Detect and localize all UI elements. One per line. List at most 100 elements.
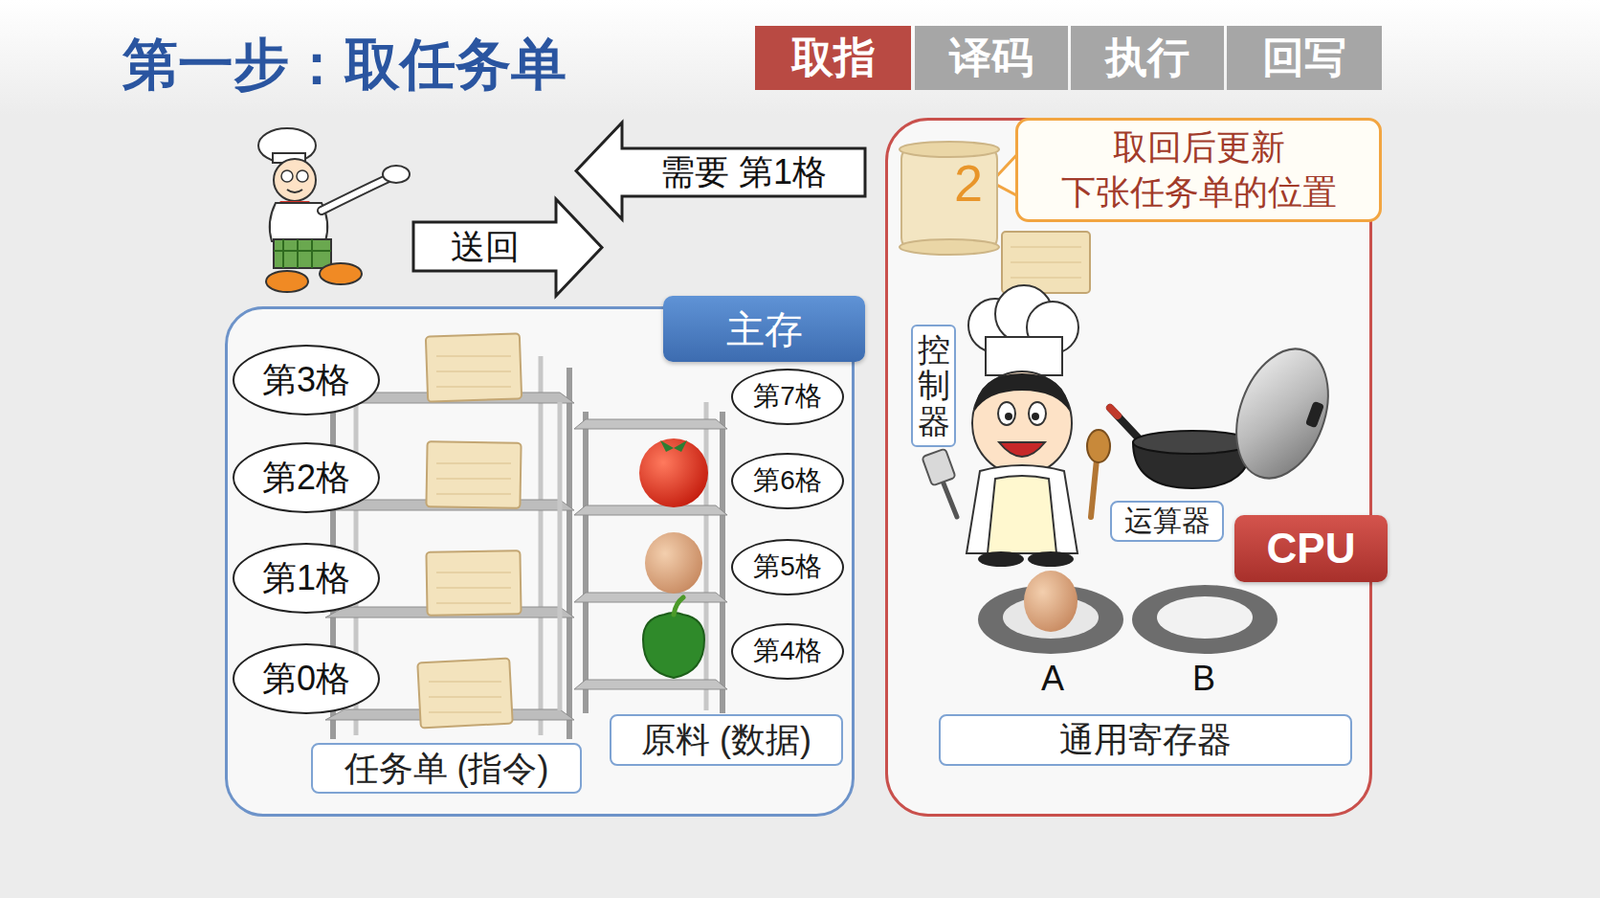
scroll-body [901,149,998,247]
node-label: 控制器 [917,332,951,440]
return-arrow: 送回 [413,199,602,296]
sheet [425,333,522,401]
label-box: 任务单 (指令) [311,742,582,794]
region-tab: 主存 [663,295,866,362]
rack-post [719,411,726,713]
rack-shelf [574,419,728,429]
chef-shoe [1027,551,1074,567]
node-label: 第0格 [262,658,351,698]
node-label: 第6格 [753,465,823,496]
shelf-rack [559,401,728,713]
callout-box: 取回后更新 下张任务单的位置 [1015,117,1382,223]
chef-eye [296,170,309,182]
rack-post [704,401,710,711]
ingredients [639,438,709,678]
egg [644,532,703,594]
pepper-stem [673,597,684,615]
arrow-outline [413,199,602,296]
label-box: 通用寄存器 [938,713,1353,766]
chef-eye [998,401,1016,425]
slot-ellipse: 第4格 [731,622,845,680]
runner-chef [258,128,410,292]
wok [1110,335,1345,491]
node-label: 第3格 [262,359,351,400]
scroll-curl [899,141,1000,157]
node-label: 任务单 (指令) [344,748,550,788]
arrow-text-holder: 需要 第1格 [622,148,866,197]
header-band [0,0,1600,115]
region-box: 主存第3格第2格第1格第0格第7格第6格第5格第4格任务单 (指令)原料 (数据… [224,306,855,817]
spatula-head [921,448,956,487]
arrow-outline [576,122,866,220]
slot-ellipse: 第2格 [232,442,380,513]
tomato-leaf [660,440,688,452]
slot-ellipse: 第5格 [731,538,845,596]
rack-post [582,411,589,713]
chef-hat [258,128,316,163]
wok-handle-tip [1110,407,1118,416]
chef-pants [273,239,332,268]
node-label: 第7格 [753,380,823,412]
node-label: 原料 (数据) [641,719,812,759]
chef-hat-band [985,336,1063,376]
stage-tab: 取指 [755,25,912,90]
chef-body [966,465,1078,554]
wok-lid [1220,335,1346,491]
register-name: B [1192,658,1216,698]
plates [977,570,1278,654]
chef-pants-check [273,239,332,268]
node-label: 运算器 [1124,504,1211,538]
green-pepper [643,612,705,678]
chef-glove [382,165,410,183]
chef-pupil [1031,412,1040,421]
sheet-lines [428,355,512,712]
stage-tab: 译码 [914,25,1068,90]
node-label: 第1格 [262,557,351,598]
vertical-box: 控制器 [911,324,956,447]
chef-mouth [287,189,303,193]
slot-ellipse: 第1格 [232,542,380,614]
chef-arm [321,177,389,211]
callout-number: 2 [954,153,983,213]
register-name: A [1041,658,1065,698]
slot-ellipse: 第6格 [731,452,845,510]
slide-title: 第一步：取任务单 [122,32,567,97]
stage-tab: 回写 [1226,25,1382,90]
fetched-sheet [1001,231,1090,293]
chef-face [273,158,316,201]
memory-ground [224,306,855,817]
chef-eye [1028,401,1046,425]
request-arrow: 需要 第1格 [576,122,866,220]
node-label: 取指 [791,33,876,83]
lid-knob [1305,400,1325,429]
slot-ellipse: 第0格 [232,643,380,714]
plate-rim [1132,584,1278,654]
label-box: 运算器 [1110,500,1224,542]
scroll [899,141,1000,255]
rack-shelf [574,505,728,515]
node-label: 送回 [450,226,520,267]
spatula-handle [941,478,957,517]
egg [1023,570,1078,632]
node-label: 需要 第1格 [660,152,827,192]
chef-shoe [319,263,362,285]
chef-apron [987,475,1057,554]
rack-post [557,401,563,711]
spoon-head [1087,429,1111,463]
region-tab: CPU [1234,514,1388,582]
label-box: 原料 (数据) [609,713,844,766]
node-label: 第5格 [753,551,823,582]
sheet [417,658,512,729]
spoon-handle [1090,459,1097,517]
chef-shoe [266,270,309,292]
chef-mouth [999,442,1045,457]
node-label: 译码 [949,33,1034,83]
rack-shelf [574,592,728,602]
plate-center [1156,596,1253,639]
node-label: 回写 [1262,33,1347,83]
region-box: CPU取回后更新 下张任务单的位置控制器运算器通用寄存器 [885,117,1373,817]
arrow-text-holder: 送回 [413,222,556,271]
region-heading: CPU [1266,524,1356,574]
node-label: 执行 [1105,33,1190,83]
